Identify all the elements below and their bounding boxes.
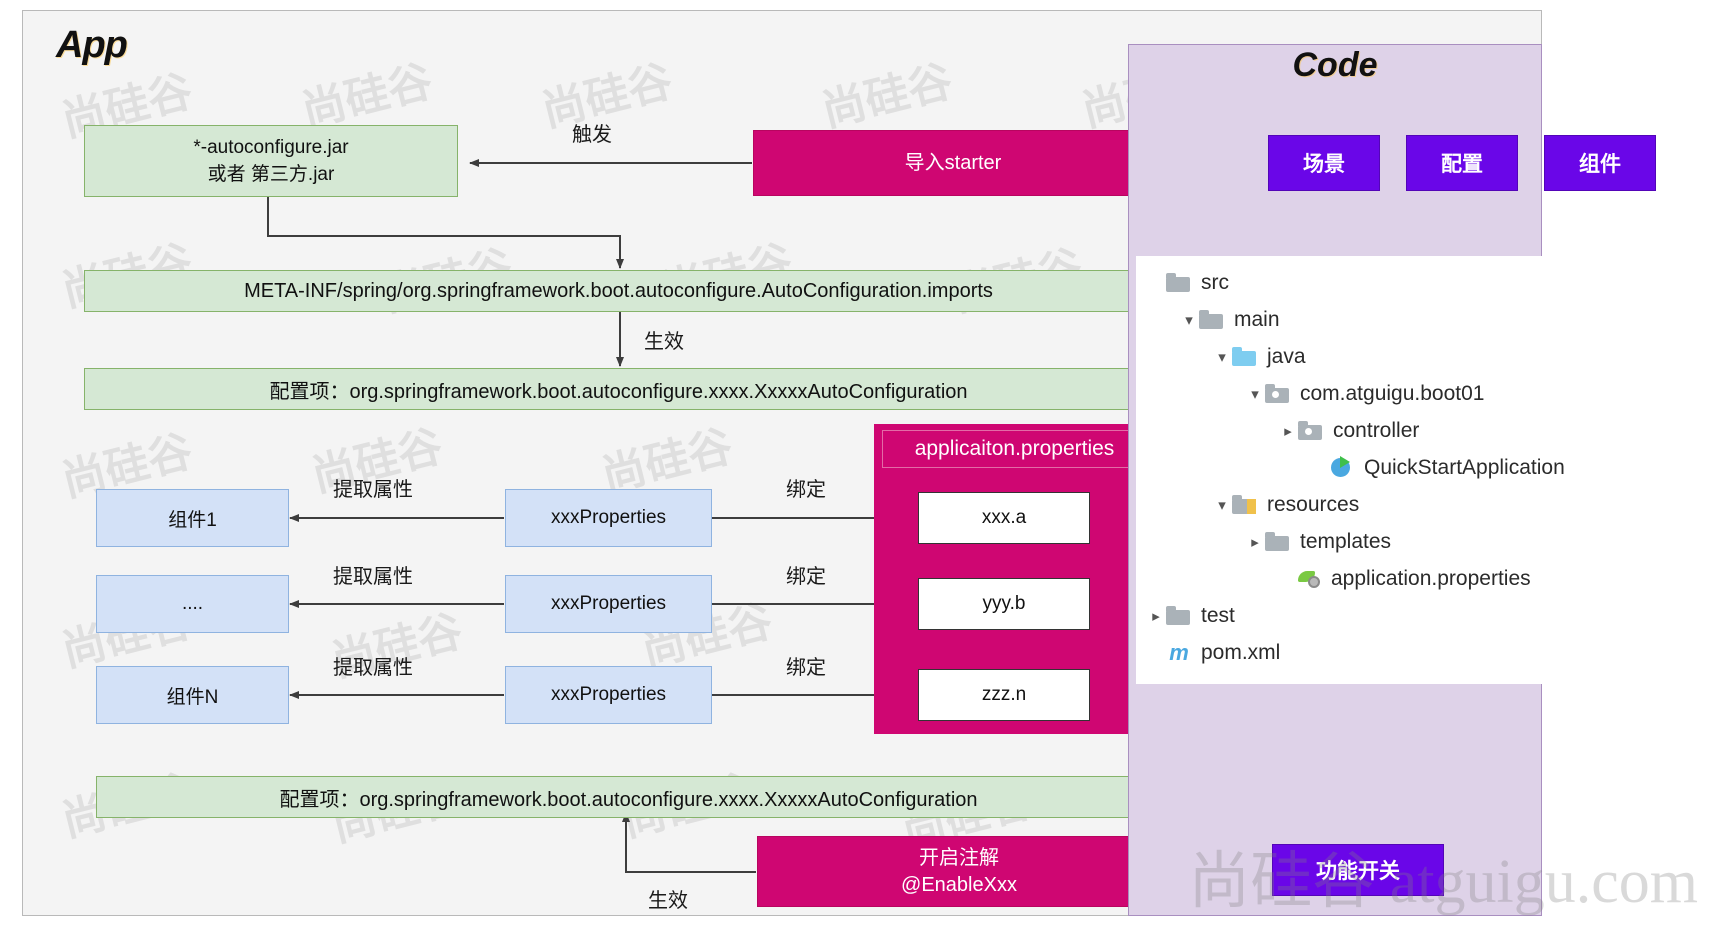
property-entry-label-1: xxx.a — [981, 507, 1027, 528]
folder-icon — [1166, 273, 1192, 292]
file-tree-row[interactable]: ▸src — [1136, 264, 1542, 301]
component-box-1[interactable]: 组件1 — [96, 489, 289, 547]
file-tree-row[interactable]: ▸ controller — [1136, 412, 1542, 449]
application-properties-title: applicaiton.properties — [882, 430, 1147, 468]
folder-icon — [1265, 532, 1291, 551]
file-tree-row[interactable]: ▾ resources — [1136, 486, 1542, 523]
file-tree-label: templates — [1300, 529, 1392, 553]
file-tree-label: controller — [1333, 418, 1420, 442]
property-entry-label-3: zzz.n — [981, 684, 1027, 705]
edge-label-take-effect-top: 生效 — [644, 331, 684, 353]
file-tree-label: test — [1201, 603, 1235, 627]
component-label-2: .... — [181, 593, 204, 614]
component-label-1: 组件1 — [168, 509, 217, 531]
edge-label-bind-2: 绑定 — [786, 566, 826, 588]
code-badge-scene-label: 场景 — [1303, 153, 1345, 176]
folder-icon — [1232, 347, 1258, 366]
import-starter-label: 导入starter — [904, 151, 1002, 174]
package-folder-icon — [1298, 421, 1324, 440]
file-tree-row[interactable]: ▸ templates — [1136, 523, 1542, 560]
enable-annotation-line2: @EnableXxx — [901, 873, 1017, 896]
enable-annotation-line1: 开启注解 — [919, 846, 999, 869]
imports-file-label: META-INF/spring/org.springframework.boot… — [244, 279, 993, 302]
file-tree-label: src — [1201, 270, 1229, 294]
chevron-down-icon[interactable]: ▾ — [1185, 311, 1193, 329]
resources-folder-icon — [1232, 495, 1258, 514]
code-badge-component[interactable]: 组件 — [1544, 135, 1656, 191]
file-tree-row[interactable]: ▾ main — [1136, 301, 1542, 338]
properties-class-label-3: xxxProperties — [550, 684, 667, 705]
file-tree-label: main — [1234, 307, 1280, 331]
file-tree-row[interactable]: ▸ test — [1136, 597, 1542, 634]
file-tree-panel: ▸src▾main▾java▾com.atguigu.boot01▸contro… — [1136, 256, 1565, 684]
code-badge-scene[interactable]: 场景 — [1268, 135, 1380, 191]
folder-icon — [1166, 606, 1192, 625]
config-item-top-label: 配置项：org.springframework.boot.autoconfigu… — [269, 380, 968, 403]
file-tree-row[interactable]: ▸QuickStartApplication — [1136, 449, 1565, 486]
chevron-right-icon[interactable]: ▸ — [1152, 607, 1160, 625]
package-folder-icon — [1265, 384, 1291, 403]
edge-label-trigger: 触发 — [572, 124, 612, 146]
file-tree-label: QuickStartApplication — [1364, 455, 1565, 479]
chevron-right-icon[interactable]: ▸ — [1284, 422, 1292, 440]
properties-file-icon — [1298, 568, 1322, 590]
edge-label-bind-1: 绑定 — [786, 479, 826, 501]
code-panel-title: Code — [1292, 46, 1378, 84]
file-tree-label: java — [1267, 344, 1306, 368]
autoconfigure-jar-line2: 或者 第三方.jar — [207, 163, 335, 185]
file-tree-row[interactable]: ▾ java — [1136, 338, 1542, 375]
component-label-3: 组件N — [166, 686, 219, 708]
edge-label-extract-2: 提取属性 — [333, 566, 413, 588]
edge-label-extract-1: 提取属性 — [333, 479, 413, 501]
chevron-down-icon[interactable]: ▾ — [1218, 348, 1226, 366]
chevron-right-icon[interactable]: ▸ — [1251, 533, 1259, 551]
properties-class-label-1: xxxProperties — [550, 507, 667, 528]
file-tree-label: resources — [1267, 492, 1360, 516]
maven-icon: m — [1169, 639, 1189, 665]
file-tree-row[interactable]: ▾ com.atguigu.boot01 — [1136, 375, 1542, 412]
property-entry-label-2: yyy.b — [982, 593, 1026, 614]
imports-file-box[interactable]: META-INF/spring/org.springframework.boot… — [84, 270, 1153, 312]
properties-class-box-3[interactable]: xxxProperties — [505, 666, 712, 724]
feature-switch-badge[interactable]: 功能开关 — [1272, 844, 1444, 896]
config-item-bottom-box[interactable]: 配置项：org.springframework.boot.autoconfigu… — [96, 776, 1161, 818]
code-badge-component-label: 组件 — [1579, 153, 1621, 176]
file-tree-label: pom.xml — [1201, 640, 1281, 664]
chevron-down-icon[interactable]: ▾ — [1251, 385, 1259, 403]
property-entry-3[interactable]: zzz.n — [918, 669, 1090, 721]
file-tree-label: application.properties — [1331, 566, 1531, 590]
edge-label-take-effect-bottom: 生效 — [648, 890, 688, 912]
property-entry-1[interactable]: xxx.a — [918, 492, 1090, 544]
config-item-bottom-label: 配置项：org.springframework.boot.autoconfigu… — [279, 788, 978, 811]
file-tree-row[interactable]: ▸application.properties — [1136, 560, 1542, 597]
code-badge-config[interactable]: 配置 — [1406, 135, 1518, 191]
config-item-top-box[interactable]: 配置项：org.springframework.boot.autoconfigu… — [84, 368, 1153, 410]
app-panel-title: App — [56, 24, 128, 66]
properties-class-box-2[interactable]: xxxProperties — [505, 575, 712, 633]
edge-label-bind-3: 绑定 — [786, 657, 826, 679]
file-tree-label: com.atguigu.boot01 — [1300, 381, 1485, 405]
property-entry-2[interactable]: yyy.b — [918, 578, 1090, 630]
properties-class-box-1[interactable]: xxxProperties — [505, 489, 712, 547]
feature-switch-badge-label: 功能开关 — [1316, 860, 1400, 883]
java-class-icon — [1331, 455, 1355, 480]
folder-icon — [1199, 310, 1225, 329]
properties-class-label-2: xxxProperties — [550, 593, 667, 614]
code-badge-config-label: 配置 — [1441, 153, 1483, 176]
edge-label-extract-3: 提取属性 — [333, 657, 413, 679]
file-tree[interactable]: ▸src▾main▾java▾com.atguigu.boot01▸contro… — [1136, 264, 1565, 671]
component-box-3[interactable]: 组件N — [96, 666, 289, 724]
import-starter-box[interactable]: 导入starter — [753, 130, 1153, 196]
autoconfigure-jar-box[interactable]: *-autoconfigure.jar 或者 第三方.jar — [84, 125, 458, 197]
enable-annotation-box[interactable]: 开启注解 @EnableXxx — [757, 836, 1161, 907]
autoconfigure-jar-line1: *-autoconfigure.jar — [193, 136, 349, 158]
component-box-2[interactable]: .... — [96, 575, 289, 633]
chevron-down-icon[interactable]: ▾ — [1218, 496, 1226, 514]
